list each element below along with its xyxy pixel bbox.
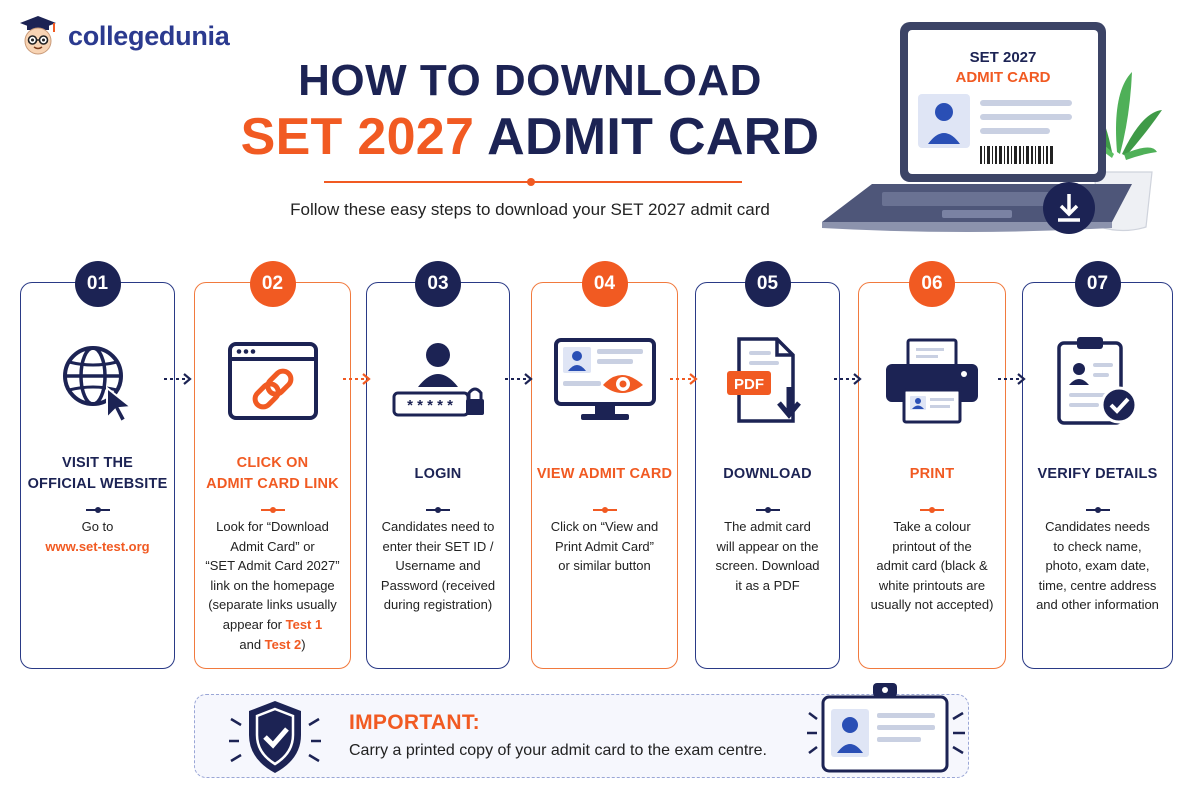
- important-notice: IMPORTANT: Carry a printed copy of your …: [194, 683, 969, 778]
- step-number-badge: 02: [249, 261, 296, 307]
- laptop-illustration: SET 2027 ADMIT CARD: [812, 22, 1172, 247]
- connector-arrow-icon: [834, 373, 862, 385]
- step-description: Candidates needs to check name, photo, e…: [1036, 519, 1159, 613]
- step-card-02: 02 CLICK ON ADMIT CARD LINK Look for “Do…: [194, 261, 351, 669]
- step-divider: [1085, 507, 1110, 513]
- brand-logo[interactable]: collegedunia: [16, 14, 230, 58]
- step-divider: [85, 507, 110, 513]
- title-line-2: SET 2027 ADMIT CARD: [0, 107, 1060, 167]
- download-badge-icon: [1043, 182, 1095, 234]
- laptop-screen-line1: SET 2027: [970, 49, 1037, 66]
- user-login-icon: * * * * *: [367, 331, 509, 431]
- clipboard-check-icon: [1023, 331, 1172, 431]
- step-card-03: 03 * * * * * LOGIN Candidates need to en…: [366, 261, 510, 669]
- logo-wordmark: collegedunia: [68, 20, 230, 51]
- step-title: VERIFY DETAILS: [1037, 465, 1158, 482]
- laptop-screen-line2: ADMIT CARD: [956, 69, 1051, 86]
- title-divider-dot: [527, 178, 535, 186]
- barcode-icon: [980, 146, 1053, 164]
- connector-arrow-icon: [670, 373, 698, 385]
- browser-link-icon: [195, 331, 350, 431]
- step-divider: [920, 507, 944, 513]
- step-title: VISIT THE OFFICIAL WEBSITE: [27, 455, 168, 492]
- connector-arrow-icon: [164, 373, 192, 385]
- page-title: HOW TO DOWNLOAD SET 2027 ADMIT CARD: [0, 55, 1060, 167]
- password-mask: * * * * *: [407, 397, 453, 414]
- title-line-1: HOW TO DOWNLOAD: [298, 56, 762, 105]
- step-description: The admit card will appear on the screen…: [715, 519, 820, 593]
- step-description: Take a colour printout of the admit card…: [870, 519, 994, 613]
- step-divider: [592, 507, 617, 513]
- shield-check-icon: [229, 701, 321, 773]
- step-description: Click on “View and Print Admit Card” or …: [550, 519, 659, 574]
- official-website-link[interactable]: www.set-test.org: [45, 538, 150, 554]
- subtitle: Follow these easy steps to download your…: [290, 200, 770, 219]
- test-2-highlight: Test 2: [264, 636, 302, 652]
- step-number-badge: 04: [581, 261, 628, 307]
- step-divider: [426, 507, 450, 513]
- step-card-05: 05 PDF DOWNLOAD The admit card will appe…: [695, 261, 840, 669]
- step-number-badge: 06: [909, 261, 955, 307]
- step-title: DOWNLOAD: [723, 465, 812, 482]
- connector-arrow-icon: [505, 373, 533, 385]
- globe-cursor-icon: [21, 331, 174, 431]
- step-title: LOGIN: [414, 465, 462, 482]
- important-title: IMPORTANT:: [349, 711, 480, 734]
- connector-arrow-icon: [998, 373, 1026, 385]
- step-number-badge: 01: [74, 261, 121, 307]
- pdf-download-icon: PDF: [696, 331, 839, 431]
- mascot-icon: [20, 16, 56, 55]
- id-badge-icon: [807, 683, 965, 773]
- step-divider: [755, 507, 780, 513]
- step-number-badge: 05: [744, 261, 791, 307]
- step-title: CLICK ON ADMIT CARD LINK: [206, 455, 339, 492]
- step-title: VIEW ADMIT CARD: [536, 465, 673, 482]
- title-highlight: SET 2027: [240, 108, 475, 166]
- title-rest: ADMIT CARD: [487, 108, 820, 166]
- step-description: Go to www.set-test.org: [27, 517, 168, 556]
- step-divider: [260, 507, 285, 513]
- step-number-badge: 03: [415, 261, 461, 307]
- pdf-label: PDF: [734, 376, 764, 393]
- step-card-07: 07 VERIFY DETAILS Candidates needs to ch…: [1022, 261, 1173, 669]
- step-description: Candidates need to enter their SET ID / …: [380, 519, 496, 613]
- important-text: Carry a printed copy of your admit card …: [349, 742, 767, 759]
- step-card-01: 01 VISIT THE OFFICIAL WEBSITE Go to www.…: [20, 261, 175, 669]
- printer-icon: [859, 331, 1005, 431]
- step-number-badge: 07: [1074, 261, 1121, 307]
- step-title: PRINT: [909, 465, 955, 482]
- connector-arrow-icon: [343, 373, 371, 385]
- monitor-view-icon: [532, 331, 677, 431]
- step-card-04: 04 VIEW ADMIT CARD Click on “View and Pr…: [531, 261, 678, 669]
- step-card-06: 06 PRINT Take a colour printout of the a…: [858, 261, 1006, 669]
- test-1-highlight: Test 1: [285, 616, 323, 632]
- step-description: Look for “Download Admit Card” or “SET A…: [205, 519, 340, 652]
